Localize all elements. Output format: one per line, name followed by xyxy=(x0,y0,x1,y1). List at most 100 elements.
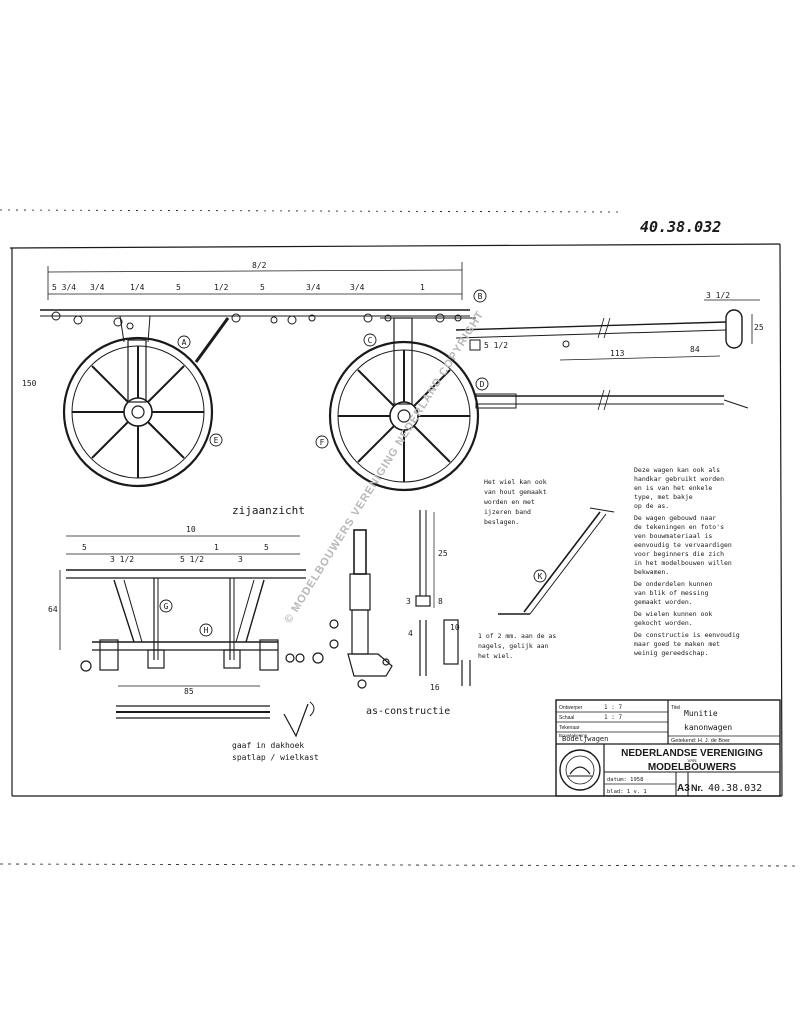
drawing-number-handwritten: 40.38.032 xyxy=(640,218,721,236)
tb-org-line-2: VAN xyxy=(688,758,697,763)
left-note-line-4: ijzeren band xyxy=(484,508,531,516)
dim-right-1: 113 xyxy=(610,349,625,358)
overall-dim-line xyxy=(47,269,463,273)
tb-format: A3 xyxy=(677,783,690,794)
dim-seg-1: 5 3/4 xyxy=(52,283,76,292)
tb-row-3-label: Tekenaar xyxy=(559,725,580,731)
callouts: A B C D E F G H K xyxy=(159,289,547,637)
dim-seg-4: 5 xyxy=(176,283,181,292)
callout-k-text: K xyxy=(538,572,543,581)
dim-overall: 8/2 xyxy=(252,261,267,270)
callout-h: H xyxy=(199,623,213,637)
tb-row-2-label: Schaal xyxy=(559,715,574,721)
tb-row-1-value: 1 : 7 xyxy=(604,704,622,711)
tb-subject-label: Titel xyxy=(671,705,680,711)
drawbar-views xyxy=(455,299,760,411)
dim-axle-1: 25 xyxy=(438,549,448,558)
dim-front-height: 64 xyxy=(48,605,58,614)
frame-top-line xyxy=(9,243,781,249)
callout-b-text: B xyxy=(478,292,483,301)
dim-front-seg-4: 1 xyxy=(214,543,219,552)
side-view-label: zijaanzicht xyxy=(232,504,305,517)
callout-d-text: D xyxy=(480,380,485,389)
tb-subject-line-2: kanonwagen xyxy=(684,723,732,732)
callout-e-text: E xyxy=(214,436,219,445)
dim-seg-6: 5 xyxy=(260,283,265,292)
left-note-bottom-line-2: nagels, gelijk aan xyxy=(478,642,549,650)
callout-e: E xyxy=(209,433,223,447)
right-note-line-5: op de as. xyxy=(634,502,669,510)
right-note-line-19: maar goed te maken met xyxy=(634,640,720,648)
callout-a: A xyxy=(177,335,191,349)
dim-axle-6: 16 xyxy=(430,683,440,692)
drawbar-dimensions: 113 25 84 5 1/2 3 1/2 xyxy=(484,291,764,358)
tb-org-line-3: MODELBOUWERS xyxy=(648,762,737,773)
axle-dimensions: 25 8 10 3 4 16 xyxy=(406,549,460,692)
dim-seg-3: 1/4 xyxy=(130,283,145,292)
watermark: © MODELBOUWERS VERENIGING NEDERLAND COPY… xyxy=(282,309,486,626)
right-note-line-10: voor beginners die zich xyxy=(634,550,724,558)
left-note-bottom: 1 of 2 mm. aan de as nagels, gelijk aan … xyxy=(478,632,556,660)
right-note-line-11: in het modelbouwen willen xyxy=(634,559,732,567)
right-note: Deze wagen kan ook als handkar gebruikt … xyxy=(634,466,740,657)
dim-seg-5: 1/2 xyxy=(214,283,229,292)
tb-org-line-1: NEDERLANDSE VERENIGING xyxy=(621,748,763,759)
callout-b: B xyxy=(473,289,487,303)
left-note-bottom-line-3: het wiel. xyxy=(478,652,513,660)
left-note-line-1: Het wiel kan ook xyxy=(484,478,547,486)
front-view-dimensions: 10 5 3 1/2 5 1/2 1 3 5 64 85 xyxy=(48,525,269,696)
dim-front-seg-3: 5 1/2 xyxy=(180,555,204,564)
callout-g: G xyxy=(159,599,173,613)
dim-axle-3: 10 xyxy=(450,623,460,632)
side-view-dimensions: 8/2 5 3/4 3/4 1/4 5 1/2 5 3/4 3/4 1 150 xyxy=(22,261,425,388)
left-note-bottom-line-1: 1 of 2 mm. aan de as xyxy=(478,632,556,640)
left-note-line-5: beslagen. xyxy=(484,518,519,526)
nvm-emblem xyxy=(559,749,601,791)
right-note-line-20: weinig gereedschap. xyxy=(634,649,708,657)
right-note-line-18: De constructie is eenvoudig xyxy=(634,631,740,639)
callout-f: F xyxy=(315,435,329,449)
dim-front-seg-5: 3 xyxy=(238,555,243,564)
tb-meta-2: blad: 1 v. 1 xyxy=(607,789,647,795)
left-note-line-2: van hout gemaakt xyxy=(484,488,547,496)
scan-border-top xyxy=(0,209,621,213)
left-note-line-3: worden en met xyxy=(484,498,535,506)
drawbar-detail xyxy=(498,507,615,615)
dim-front-seg-2: 3 1/2 xyxy=(110,555,134,564)
tb-meta-1: datum: 1958 xyxy=(607,777,643,783)
tb-row-1-label: Ontwerper xyxy=(559,705,583,711)
dim-seg-8: 3/4 xyxy=(350,283,365,292)
dim-right-3: 84 xyxy=(690,345,700,354)
callout-c: C xyxy=(363,333,377,347)
dim-seg-9: 1 xyxy=(420,283,425,292)
sheet-frame xyxy=(0,209,800,867)
callout-d: D xyxy=(475,377,489,391)
left-note: Het wiel kan ook van hout gemaakt worden… xyxy=(484,478,547,526)
dim-front-seg-6: 5 xyxy=(264,543,269,552)
callout-a-text: A xyxy=(182,338,187,347)
dim-axle-2: 8 xyxy=(438,597,443,606)
dim-front-top: 10 xyxy=(186,525,196,534)
callout-c-text: C xyxy=(368,336,373,345)
axle-construction xyxy=(329,510,471,689)
tb-subject-line-1: Munitie xyxy=(684,709,718,718)
right-note-line-15: gemaakt worden. xyxy=(634,598,693,606)
tb-row-4-value: Bodeljwagen xyxy=(562,735,608,743)
left-wheel xyxy=(62,315,230,488)
dim-right-5: 3 1/2 xyxy=(706,291,730,300)
callout-f-text: F xyxy=(320,438,325,447)
right-note-line-2: handkar gebruikt worden xyxy=(634,475,724,483)
title-block xyxy=(555,699,781,797)
tb-row-4-label: Bouwtekening xyxy=(559,733,588,738)
right-note-line-6: De wagen gebouwd naar xyxy=(634,514,716,522)
top-view-strip xyxy=(116,701,315,738)
tb-row-2-value: 1 : 7 xyxy=(604,714,622,721)
callout-g-text: G xyxy=(164,602,169,611)
frame-right-line xyxy=(779,243,783,797)
right-note-line-17: gekocht worden. xyxy=(634,619,693,627)
callout-h-text: H xyxy=(204,626,209,635)
side-view xyxy=(40,262,480,492)
dim-right-4: 5 1/2 xyxy=(484,341,508,350)
right-wheel xyxy=(328,317,480,492)
